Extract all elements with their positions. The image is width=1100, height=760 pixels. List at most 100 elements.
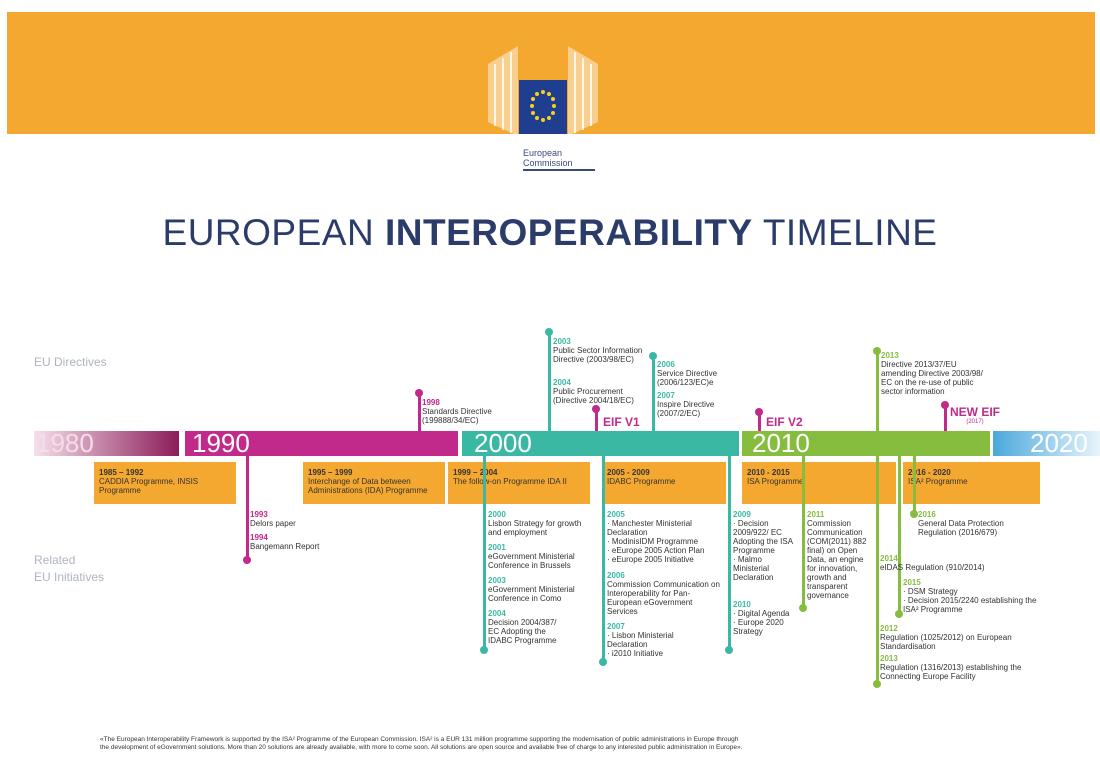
- initiative-year: 2015: [903, 578, 921, 587]
- logo-text-commission: Commission: [523, 158, 573, 168]
- row-label-initiatives-1: Related: [34, 553, 76, 567]
- initiative-year: 2013: [880, 654, 898, 663]
- initiative-2015: 2015 · DSM Strategy · Decision 2015/2240…: [903, 578, 1053, 614]
- directive-year: 1998: [422, 398, 440, 407]
- stem-1993: [246, 456, 249, 560]
- timeline-bar-1990: [185, 431, 458, 456]
- list-item: · ModinisIDM Programme: [607, 537, 699, 546]
- initiative-2007: 2007 · Lisbon Ministerial Declaration · …: [607, 622, 702, 658]
- initiative-2009: 2009 · Decision 2009/922/ EC Adopting th…: [733, 510, 793, 582]
- initiative-year: 1994: [250, 533, 268, 542]
- stem-dot-eif-v2: [755, 408, 763, 416]
- list-item: · i2010 Initiative: [607, 649, 664, 658]
- directive-year: 2004: [553, 378, 571, 387]
- programme-years: 2016 - 2020: [908, 468, 951, 477]
- list-item: · Decision 2009/922/ EC Adopting the ISA…: [733, 519, 793, 555]
- initiative-year: 2016: [918, 510, 936, 519]
- list-item: · Decision 2015/2240 establishing the IS…: [903, 596, 1037, 614]
- directive-text: Inspire Directive (2007/2/EC): [657, 400, 715, 418]
- stem-2015: [898, 456, 901, 614]
- new-eif-year: (2017): [966, 419, 984, 425]
- list-item: · eEurope 2005 Action Plan: [607, 546, 705, 555]
- directive-year: 2003: [553, 337, 571, 346]
- stem-2000: [483, 456, 486, 648]
- programme-name: IDABC Programme: [607, 477, 676, 486]
- eif-v1-label: EIF V1: [603, 415, 640, 429]
- programme-years: 2010 - 2015: [747, 468, 790, 477]
- initiative-year: 2005: [607, 510, 625, 519]
- footer-line-1: «The European Interoperability Framework…: [100, 736, 739, 743]
- eu-stars-icon: [530, 90, 556, 122]
- initiative-year: 2003: [488, 576, 506, 585]
- initiative-2005: 2005 · Manchester Ministerial Declaratio…: [607, 510, 722, 564]
- new-eif-label: NEW EIF(2017): [950, 405, 1000, 425]
- european-commission-logo: European Commission: [483, 44, 603, 174]
- initiative-year: 2014: [880, 554, 898, 563]
- list-item: · Europe 2020 Strategy: [733, 618, 784, 636]
- page-title: EUROPEAN INTEROPERABILITY TIMELINE: [0, 212, 1100, 254]
- initiative-text: eIDAS Regulation (910/2014): [880, 563, 985, 572]
- programme-years: 1999 – 2004: [453, 468, 498, 477]
- stem-2009: [728, 456, 731, 648]
- programme-name: ISA² Programme: [908, 477, 968, 486]
- stem-dot-1998: [415, 389, 423, 397]
- list-item: · eEurope 2005 Initiative: [607, 555, 694, 564]
- stem-dot-2013: [873, 347, 881, 355]
- initiative-text: Decision 2004/387/ EC Adopting the IDABC…: [488, 618, 557, 645]
- stem-dot-2005: [599, 658, 607, 666]
- initiative-text: eGovernment Ministerial Conference in Br…: [488, 552, 575, 570]
- stem-dot-2016: [910, 510, 918, 518]
- programme-years: 1995 – 1999: [308, 468, 353, 477]
- list-item: · Lisbon Ministerial Declaration: [607, 631, 674, 649]
- initiative-year: 2011: [807, 510, 825, 519]
- programme-name: The follow-on Programme IDA II: [453, 477, 567, 486]
- stem-2016: [913, 456, 916, 514]
- programme-years: 2005 - 2009: [607, 468, 650, 477]
- title-part-1: EUROPEAN: [162, 212, 385, 253]
- decade-label-2010: 2010: [752, 428, 810, 458]
- directive-text: Directive 2013/37/EU amending Directive …: [881, 360, 983, 396]
- initiative-year: 2012: [880, 624, 898, 633]
- initiative-year: 2006: [607, 571, 625, 580]
- list-item: · Manchester Ministerial Declaration: [607, 519, 692, 537]
- list-item: · Digital Agenda: [733, 609, 790, 618]
- initiative-text: Regulation (1316/2013) establishing the …: [880, 663, 1022, 681]
- programme-name: Interchange of Data between Administrati…: [308, 477, 428, 495]
- eif-v2-label: EIF V2: [766, 415, 803, 429]
- initiative-text: General Data Protection Regulation (2016…: [918, 519, 1004, 537]
- stem-dot-2000: [480, 646, 488, 654]
- programme-name: CADDIA Programme, INSIS Programme: [99, 477, 199, 495]
- list-item: · Malmo Ministerial Declaration: [733, 555, 774, 582]
- initiative-2010: 2010 · Digital Agenda · Europe 2020 Stra…: [733, 600, 793, 636]
- timeline-bar-2000: [462, 431, 739, 456]
- row-label-initiatives-2: EU Initiatives: [34, 570, 105, 584]
- list-item: · DSM Strategy: [903, 587, 958, 596]
- initiative-text: Commission Communication on Interoperabi…: [607, 580, 720, 616]
- stem-2003: [548, 332, 551, 431]
- timeline-bar-2010: [742, 431, 990, 456]
- initiative-text: Lisbon Strategy for growth and employmen…: [488, 519, 582, 537]
- directive-text: Public Procurement (Directive 2004/18/EC…: [553, 387, 634, 405]
- initiative-year: 2000: [488, 510, 506, 519]
- stem-dot-eif-v1: [592, 405, 600, 413]
- timeline-bar-1980: [34, 431, 179, 456]
- stem-1998: [418, 392, 421, 431]
- stem-2006: [652, 356, 655, 431]
- programme-years: 1985 – 1992: [99, 468, 144, 477]
- stem-dot-2006: [649, 352, 657, 360]
